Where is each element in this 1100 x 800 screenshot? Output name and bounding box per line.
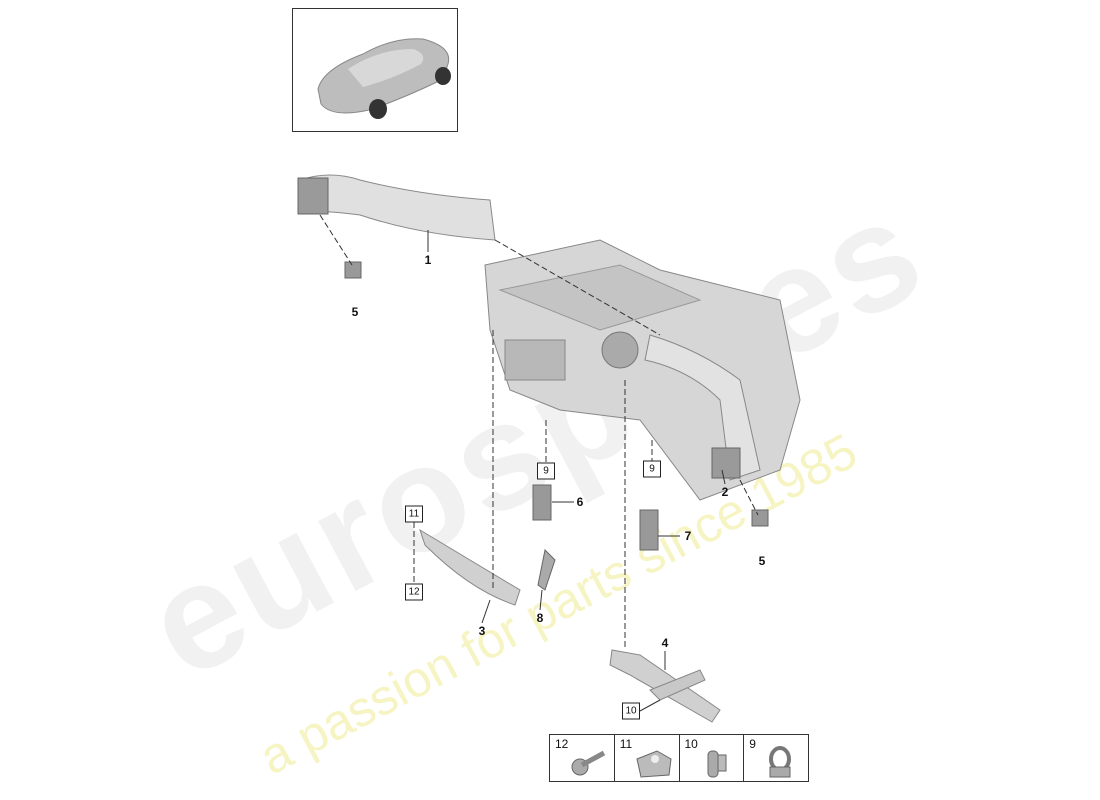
boxed-callout-11: 11 <box>405 505 423 523</box>
legend-number: 11 <box>619 737 633 751</box>
clip-nut-icon <box>636 750 672 778</box>
car-icon <box>317 38 451 119</box>
callout-2: 2 <box>721 485 729 499</box>
clamp-icon <box>769 746 792 778</box>
boxed-callout-9: 9 <box>643 460 661 478</box>
hvac-unit <box>484 239 801 501</box>
duct-4 <box>609 649 721 723</box>
callout-7: 7 <box>684 529 692 543</box>
air-duct-2 <box>644 334 761 481</box>
callout-lines <box>427 230 726 712</box>
callout-6: 6 <box>576 495 584 509</box>
actuators <box>344 261 769 591</box>
legend-cell-9: 9 <box>744 735 808 781</box>
legend-number: 12 <box>555 737 569 751</box>
vehicle-thumbnail <box>292 8 458 132</box>
boxed-callout-9: 9 <box>537 462 555 480</box>
callout-3: 3 <box>478 624 486 638</box>
legend-cell-10: 10 <box>680 735 745 781</box>
legend-cell-12: 12 <box>550 735 615 781</box>
callout-5: 5 <box>351 305 359 319</box>
fastener-legend: 12 11 10 9 <box>549 734 809 782</box>
boxed-callout-10: 10 <box>622 702 640 720</box>
legend-number: 9 <box>749 737 756 751</box>
callout-8: 8 <box>536 611 544 625</box>
callout-5: 5 <box>758 554 766 568</box>
boxed-callout-12: 12 <box>405 583 423 601</box>
duct-3 <box>419 528 521 606</box>
legend-cell-11: 11 <box>615 735 680 781</box>
air-duct-1 <box>297 174 496 241</box>
screw-icon <box>571 750 606 776</box>
legend-number: 10 <box>684 737 698 751</box>
callout-4: 4 <box>661 636 669 650</box>
leader-lines <box>319 214 759 650</box>
clip-icon <box>707 750 726 778</box>
callout-1: 1 <box>424 253 432 267</box>
